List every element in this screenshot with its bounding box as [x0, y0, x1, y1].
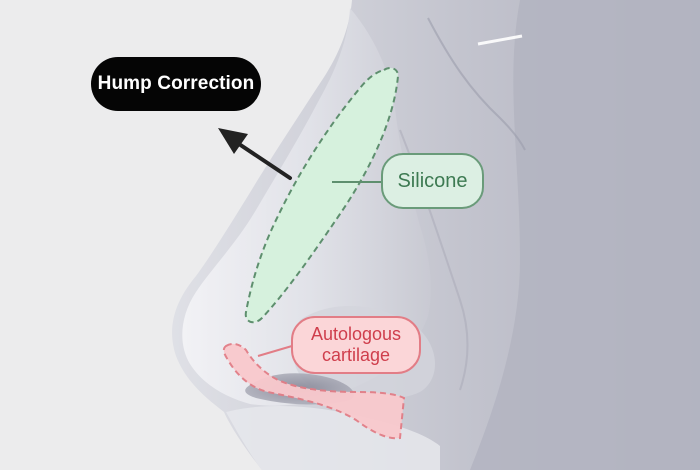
silicone-label: Silicone — [381, 153, 484, 209]
upper-lip — [226, 406, 440, 470]
hump-arrow-shaft — [234, 140, 292, 180]
silicone-implant — [244, 67, 400, 324]
cartilage-label: Autologous cartilage — [291, 316, 421, 374]
cheek-shadow — [470, 0, 700, 470]
eye-detail — [477, 34, 523, 46]
cartilage-leader-line — [257, 345, 293, 357]
cartilage-text-line1: Autologous — [310, 324, 402, 344]
hump-correction-text: Hump Correction — [97, 73, 255, 94]
hump-correction-label: Hump Correction — [91, 57, 261, 111]
cartilage-graft — [222, 342, 406, 440]
cartilage-text-line2: cartilage — [321, 345, 391, 365]
eye-fold — [427, 17, 526, 151]
silicone-text: Silicone — [397, 169, 468, 192]
hump-arrow-head — [218, 128, 248, 154]
